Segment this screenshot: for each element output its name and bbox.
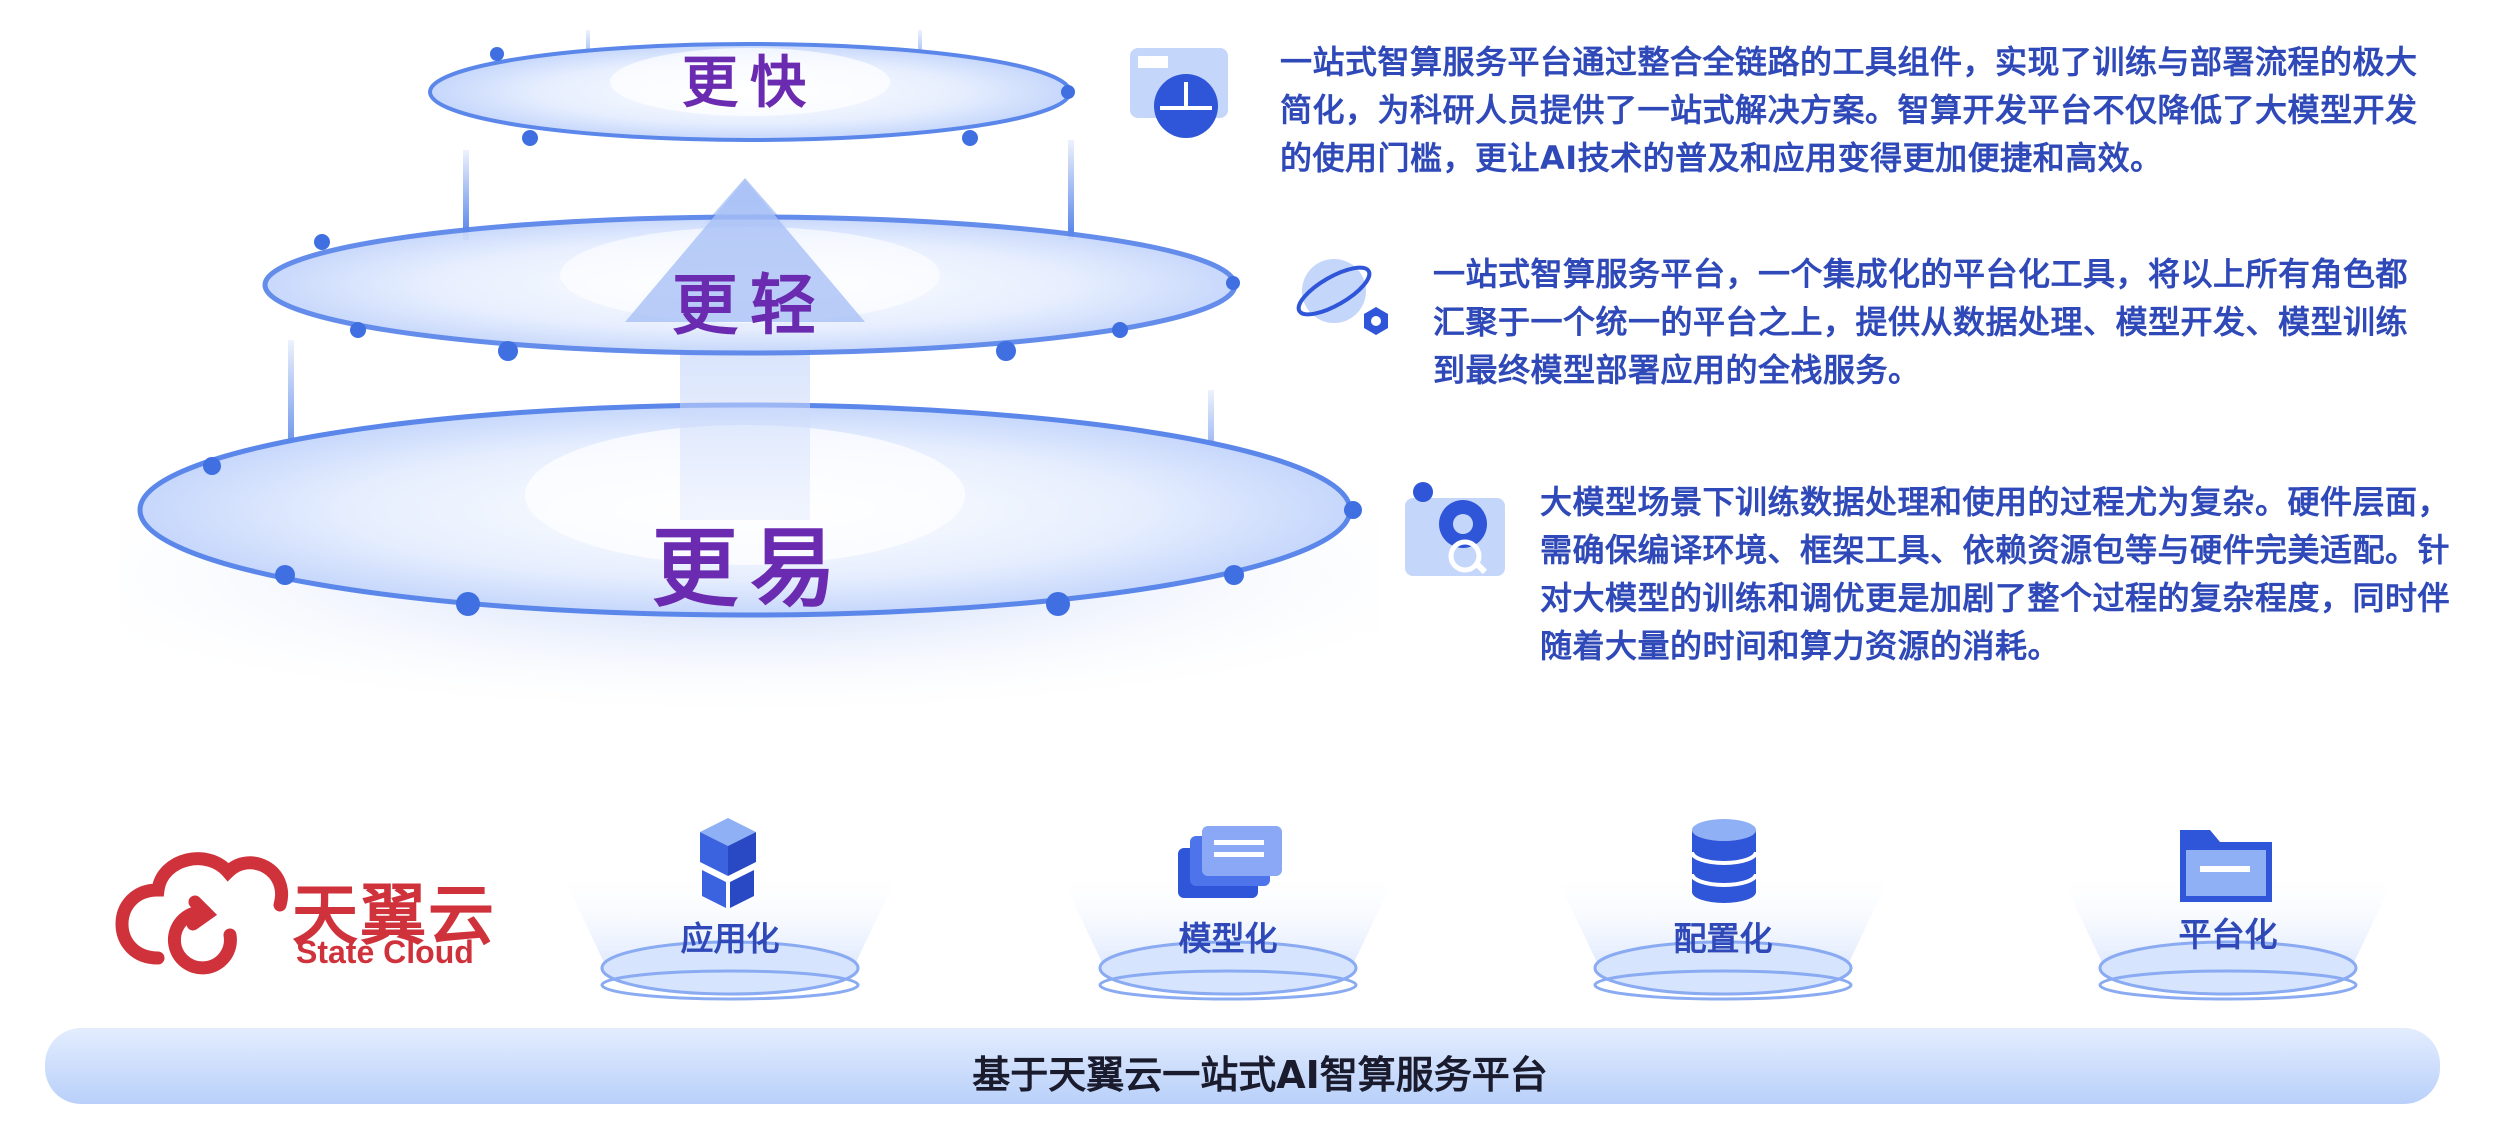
tier-label-lighter: 更轻 xyxy=(672,267,828,344)
tier-description-faster: 一站式智算服务平台通过整合全链路的工具组件，实现了训练与部署流程的极大 简化，为… xyxy=(1280,43,2418,177)
base-platform xyxy=(45,1028,2440,1104)
capability-label-platform: 平台化 xyxy=(2178,915,2278,954)
pole xyxy=(288,340,294,470)
capability-label-model: 模型化 xyxy=(1178,919,1278,958)
disk-dots xyxy=(203,47,1362,616)
tier-description-easier: 大模型场景下训练数据处理和使用的过程尤为复杂。硬件层面， 需确保编译环境、框架工… xyxy=(1540,483,2451,665)
tier-description-lighter: 一站式智算服务平台，一个集成化的平台化工具，将以上所有角色都 汇聚于一个统一的平… xyxy=(1433,255,2409,389)
capability-label-application: 应用化 xyxy=(680,919,780,958)
cap-lens-4 xyxy=(2058,870,2398,1001)
orbit-hexagon-icon xyxy=(1296,259,1388,335)
server-stack-icon xyxy=(1178,826,1282,898)
cap-lens-3 xyxy=(1553,870,1893,1001)
cloud-refresh-icon xyxy=(115,852,289,975)
database-icon xyxy=(1690,819,1758,903)
disk-top-inner xyxy=(610,48,890,116)
logo-name-en: State Cloud xyxy=(296,934,474,970)
capability-label-config: 配置化 xyxy=(1673,919,1773,958)
tier-label-faster: 更快 xyxy=(682,51,818,116)
folder-icon xyxy=(2180,830,2272,902)
base-platform-label: 基于天翼云一站式AI智算服务平台 xyxy=(972,1053,1548,1097)
logo-name-cn: 天翼云 xyxy=(292,877,496,954)
pole xyxy=(1068,140,1074,240)
cap-lens-2 xyxy=(1058,870,1398,1001)
tier-label-easier: 更易 xyxy=(652,519,848,619)
gears-search-icon xyxy=(1405,482,1505,576)
rise-arrow-tip xyxy=(625,180,865,322)
cubes-icon xyxy=(700,818,756,908)
cap-lens-1 xyxy=(560,870,900,1001)
dashboard-speed-icon xyxy=(1130,48,1228,138)
pole xyxy=(463,150,469,240)
